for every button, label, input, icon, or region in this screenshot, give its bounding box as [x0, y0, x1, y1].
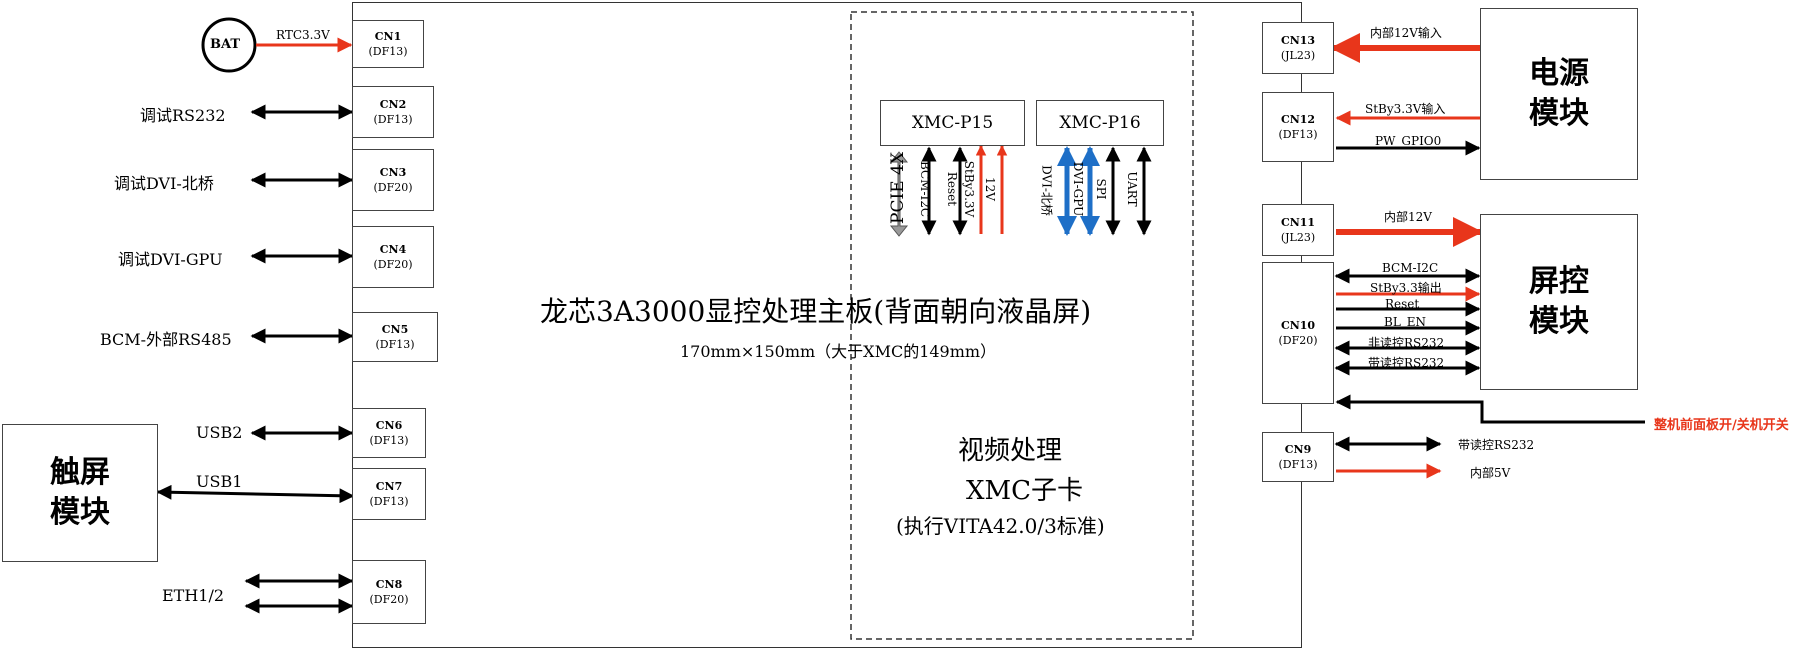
p15-signals	[889, 144, 1008, 237]
connector-cn3: CN3(DF20)	[352, 149, 434, 211]
connector-cn7: CN7(DF13)	[352, 468, 426, 520]
connector-cn2: CN2(DF13)	[352, 86, 434, 138]
p15-signal-bcm-i2c: BCM-I2C	[918, 160, 932, 218]
label-debug-dvi-nb: 调试DVI-北桥	[114, 174, 214, 193]
label-bcm-rs485: BCM-外部RS485	[100, 330, 232, 349]
bat-circle	[201, 17, 257, 73]
connector-cn8: CN8(DF20)	[352, 560, 426, 624]
connector-cn11: CN11(JL23)	[1262, 204, 1334, 256]
bat-label: BAT	[210, 37, 241, 52]
label-rtc: RTC3.3V	[276, 28, 330, 42]
label-stby-in: StBy3.3V输入	[1365, 102, 1446, 116]
xmc-line1: 视频处理	[958, 436, 1063, 466]
touch-screen-module: 触屏模块	[2, 424, 158, 562]
p16-signal-uart: UART	[1125, 171, 1139, 207]
xmc-p16-box: XMC-P16	[1036, 100, 1164, 146]
connector-cn6: CN6(DF13)	[352, 408, 426, 458]
label-bcm-i2c: BCM-I2C	[1382, 261, 1439, 275]
label-usb1: USB1	[196, 472, 243, 491]
xmc-card-outline	[850, 11, 1194, 640]
p15-signal-reset: Reset	[945, 171, 959, 207]
label-non-rs232: 非读控RS232	[1368, 336, 1445, 350]
power-switch-line	[1335, 394, 1645, 424]
p15-signal-pcie: PCIE 4X	[888, 152, 908, 224]
connector-cn10: CN10(DF20)	[1262, 262, 1334, 404]
power-module: 电源模块	[1480, 8, 1638, 180]
connector-cn5: CN5(DF13)	[352, 312, 438, 362]
p15-signal-12v: 12V	[983, 177, 997, 201]
label-rs232-ctrl: 带读控RS232	[1368, 356, 1445, 370]
label-stby-out: StBy3.3输出	[1370, 281, 1442, 295]
label-usb2: USB2	[196, 423, 243, 442]
xmc-line3: (执行VITA42.0/3标准)	[896, 514, 1105, 538]
label-in12v-in: 内部12V输入	[1370, 26, 1442, 40]
p16-signal-spi: SPI	[1094, 178, 1108, 200]
connector-cn1: CN1(DF13)	[352, 20, 424, 68]
board-subtitle: 170mm×150mm（大于XMC的149mm）	[680, 342, 997, 361]
label-cn9-rs232: 带读控RS232	[1458, 438, 1535, 452]
p16-signal-dvi-gpu: DVI-GPU	[1071, 161, 1085, 217]
connector-cn9: CN9(DF13)	[1262, 432, 1334, 482]
connector-cn12: CN12(DF13)	[1262, 92, 1334, 162]
label-in12v: 内部12V	[1384, 210, 1432, 224]
p16-signals	[1057, 146, 1152, 236]
board-title: 龙芯3A3000显控处理主板(背面朝向液晶屏)	[540, 295, 1092, 328]
label-pw-gpio: PW_GPIO0	[1375, 134, 1442, 148]
p16-signal-dvi-nb: DVI-北桥	[1039, 165, 1054, 216]
label-debug-dvi-gpu: 调试DVI-GPU	[118, 250, 223, 269]
label-debug-rs232: 调试RS232	[140, 106, 226, 125]
connector-cn4: CN4(DF20)	[352, 226, 434, 288]
p15-signal-stby: StBy3.3V	[962, 160, 976, 218]
xmc-p15-box: XMC-P15	[880, 100, 1025, 146]
label-bl-en: BL_EN	[1384, 315, 1427, 329]
connector-cn13: CN13(JL23)	[1262, 22, 1334, 74]
label-eth: ETH1/2	[162, 586, 225, 605]
xmc-line2: XMC子卡	[966, 476, 1084, 506]
label-in5v: 内部5V	[1470, 466, 1511, 480]
label-reset: Reset	[1385, 297, 1420, 311]
screen-control-module: 屏控模块	[1480, 214, 1638, 390]
left-bus-arrows	[156, 104, 355, 614]
label-power-switch: 整机前面板开/关机开关	[1654, 418, 1789, 433]
pcie-arrow	[889, 151, 909, 237]
